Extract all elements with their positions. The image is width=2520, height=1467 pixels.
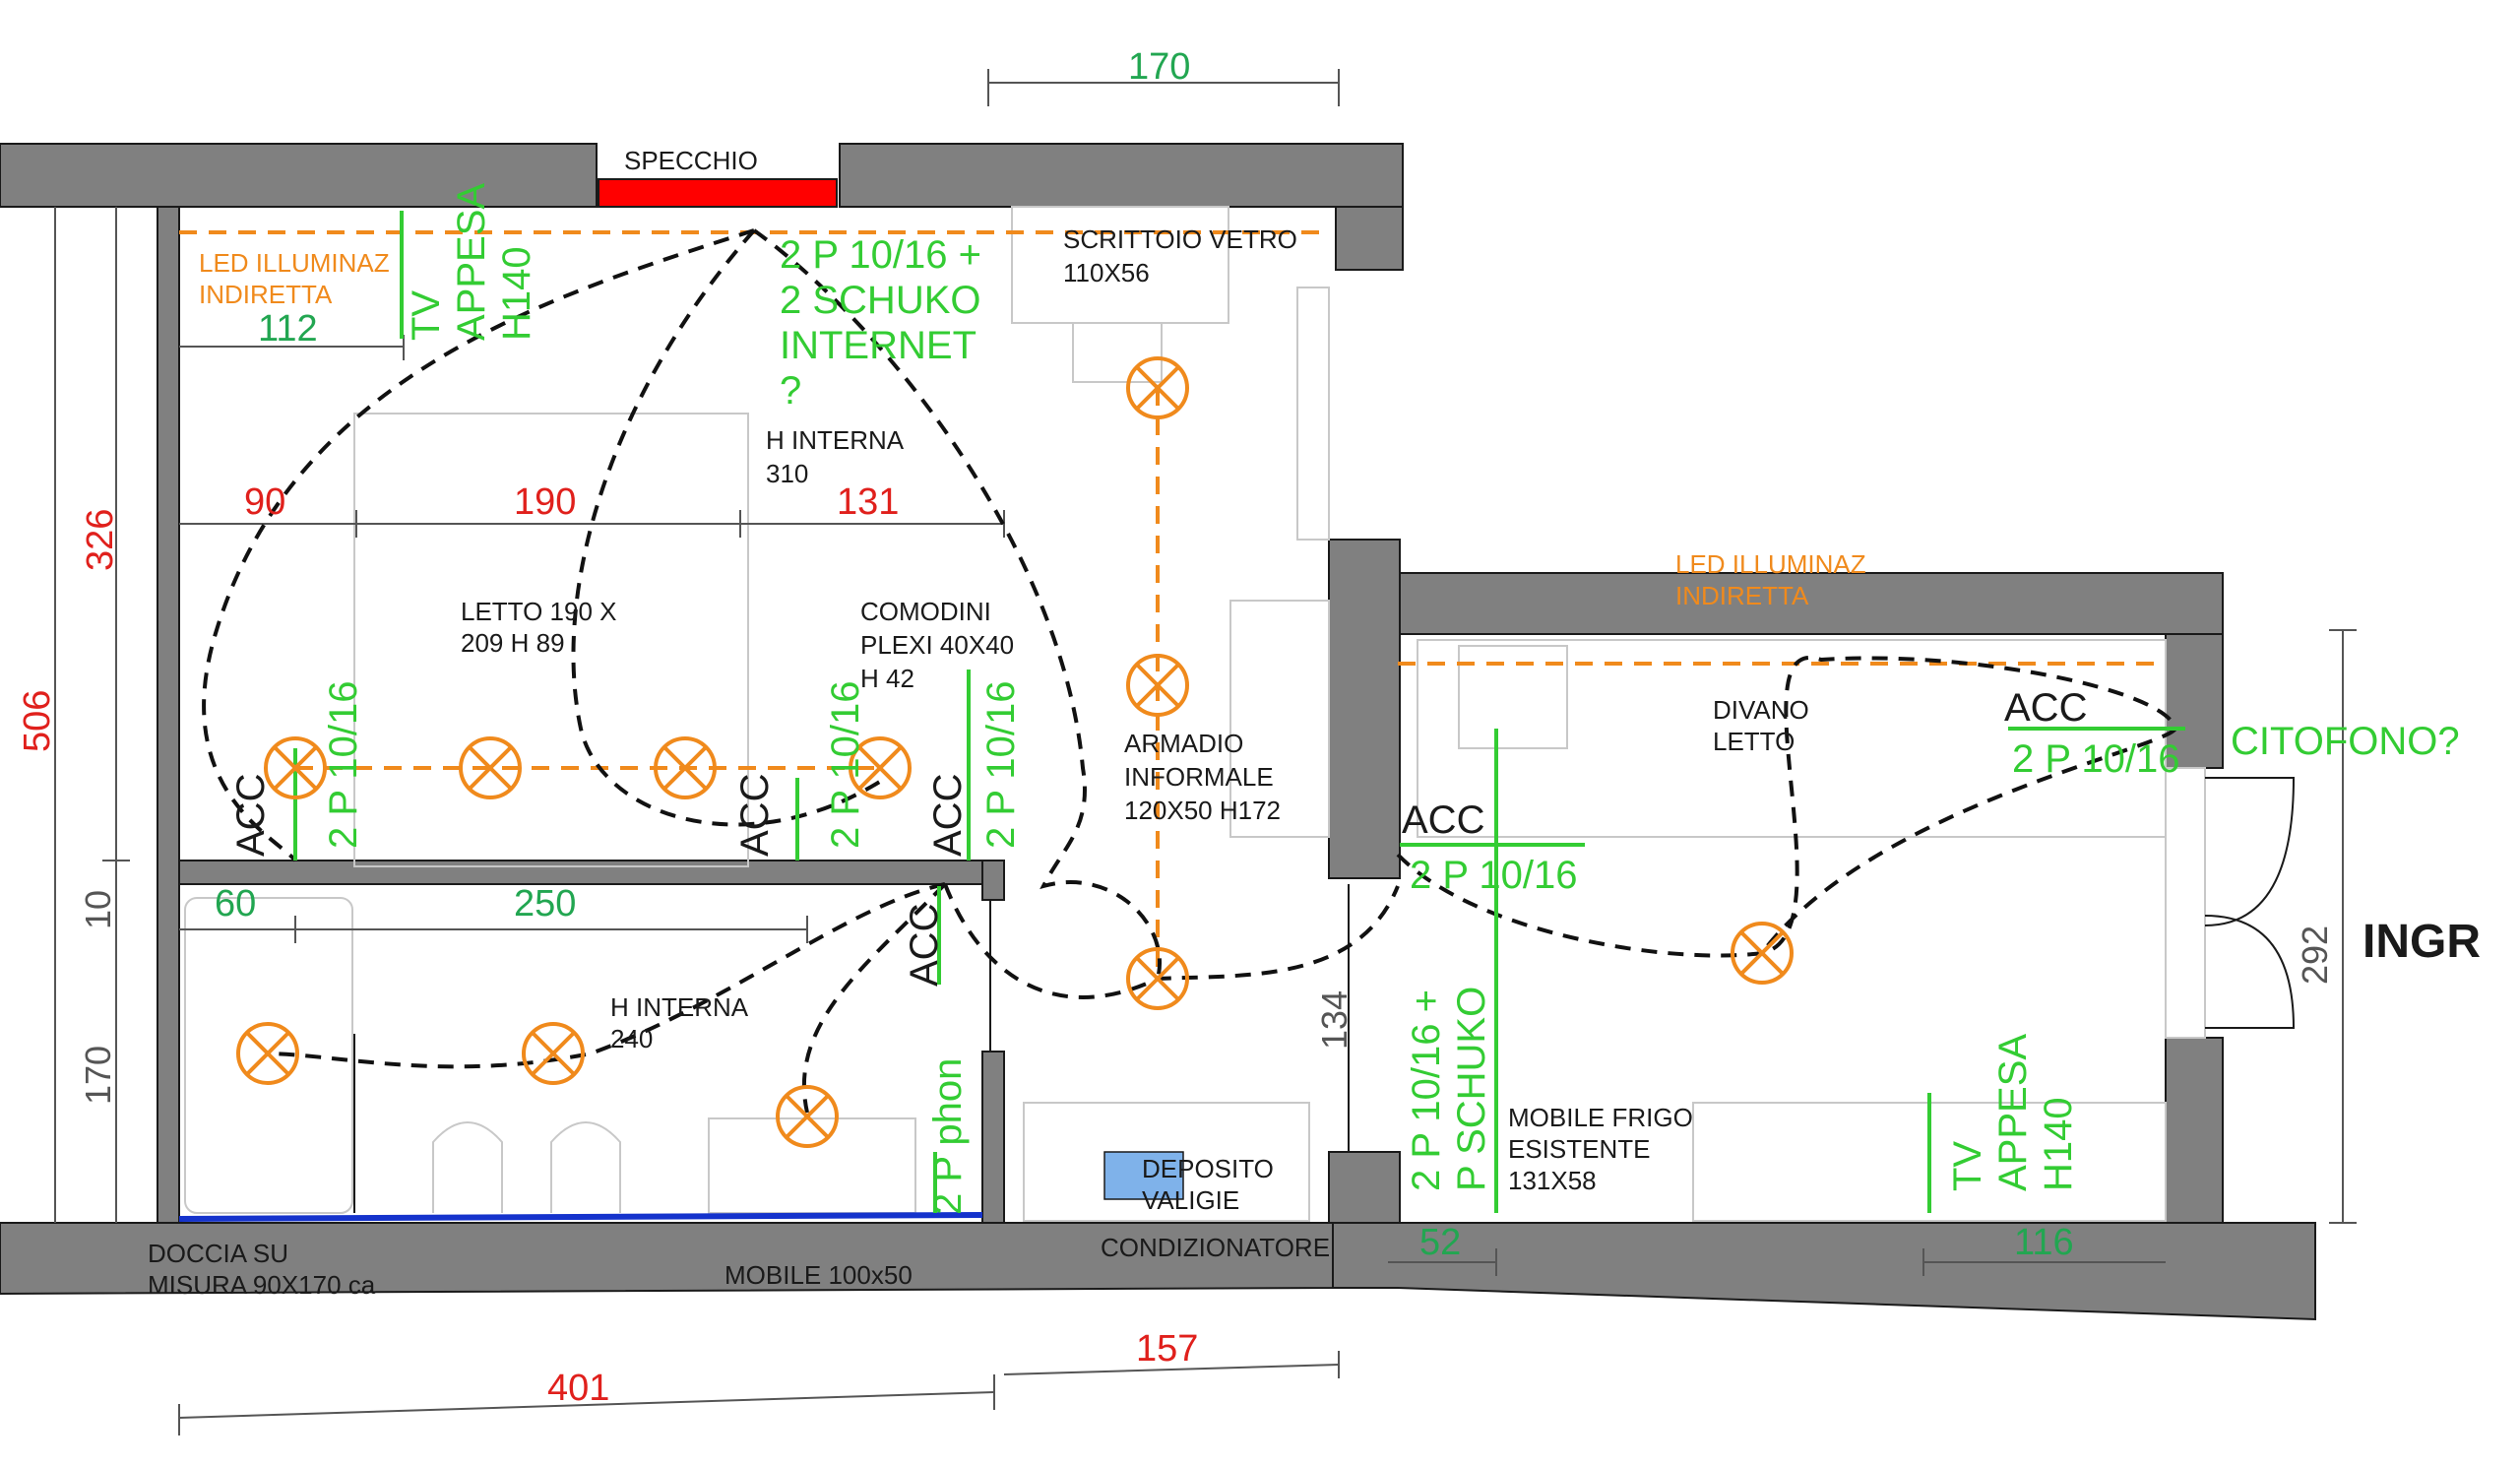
lamp-icon [654, 736, 717, 799]
dim-292: 292 [2295, 925, 2335, 985]
tv-living-label: TVAPPESAH140 [1946, 1034, 2080, 1191]
dim-157: 157 [1136, 1328, 1198, 1370]
dim-10: 10 [78, 890, 118, 929]
lamp-icon [522, 1022, 585, 1085]
entrance-label: INGR [2362, 916, 2481, 968]
socket-label: 2 P 10/16 [322, 680, 365, 849]
bath-cabinet-label: MOBILE 100x50 [724, 1260, 913, 1290]
dim-52: 52 [1419, 1222, 1461, 1263]
tv-bedroom-label: TVAPPESAH140 [405, 183, 538, 341]
dim-250: 250 [514, 883, 576, 925]
air-conditioner-label: CONDIZIONATORE [1101, 1233, 1330, 1262]
phon-socket-label: 2 P phon [926, 1058, 970, 1215]
dim-401: 401 [547, 1368, 609, 1409]
socket-lines [293, 211, 2185, 1213]
dim-60: 60 [215, 883, 256, 925]
lamp-icon [1126, 947, 1189, 1010]
lamp-icon [1731, 922, 1794, 985]
lamps [236, 356, 1794, 1148]
socket-label: 2 P 10/16 [1410, 854, 1578, 897]
dim-116: 116 [2014, 1222, 2074, 1263]
dim-90: 90 [244, 481, 285, 523]
dim-170-top: 170 [1128, 46, 1190, 88]
lamp-icon [776, 1085, 839, 1148]
lamp-icon [264, 736, 327, 799]
acc-label: ACC [733, 774, 777, 857]
lamp-icon [459, 736, 522, 799]
sockets-fridge-label: 2 P 10/16 +P SCHUKO [1405, 987, 1493, 1191]
dim-326: 326 [80, 509, 121, 571]
mirror-label: SPECCHIO [624, 146, 758, 175]
socket-label: 2 P 10/16 [824, 680, 867, 849]
mirror [598, 178, 838, 208]
dim-170-left: 170 [78, 1046, 118, 1105]
acc-label: ACC [2004, 686, 2087, 730]
lamp-icon [236, 1022, 299, 1085]
acc-label: ACC [903, 904, 946, 987]
lamp-icon [1126, 356, 1189, 419]
acc-label: ACC [926, 774, 970, 857]
socket-label: 2 P 10/16 [979, 680, 1023, 849]
walls [0, 143, 2316, 1321]
socket-label: 2 P 10/16 [2012, 737, 2180, 781]
lamp-icon [1126, 654, 1189, 717]
dim-190: 190 [514, 481, 576, 523]
luggage-box [1103, 1151, 1184, 1200]
circuits [202, 228, 2178, 1114]
lamp-icon [849, 736, 912, 799]
acc-label: ACC [229, 774, 273, 857]
dim-131: 131 [837, 481, 899, 523]
water-line [178, 1212, 983, 1222]
dim-112: 112 [258, 308, 318, 350]
dim-134: 134 [1314, 990, 1354, 1050]
furniture [178, 206, 2296, 1222]
dim-506: 506 [17, 690, 58, 752]
intercom-label: CITOFONO? [2231, 720, 2460, 763]
dimension-lines [54, 69, 2357, 1435]
acc-label: ACC [1402, 798, 1484, 842]
